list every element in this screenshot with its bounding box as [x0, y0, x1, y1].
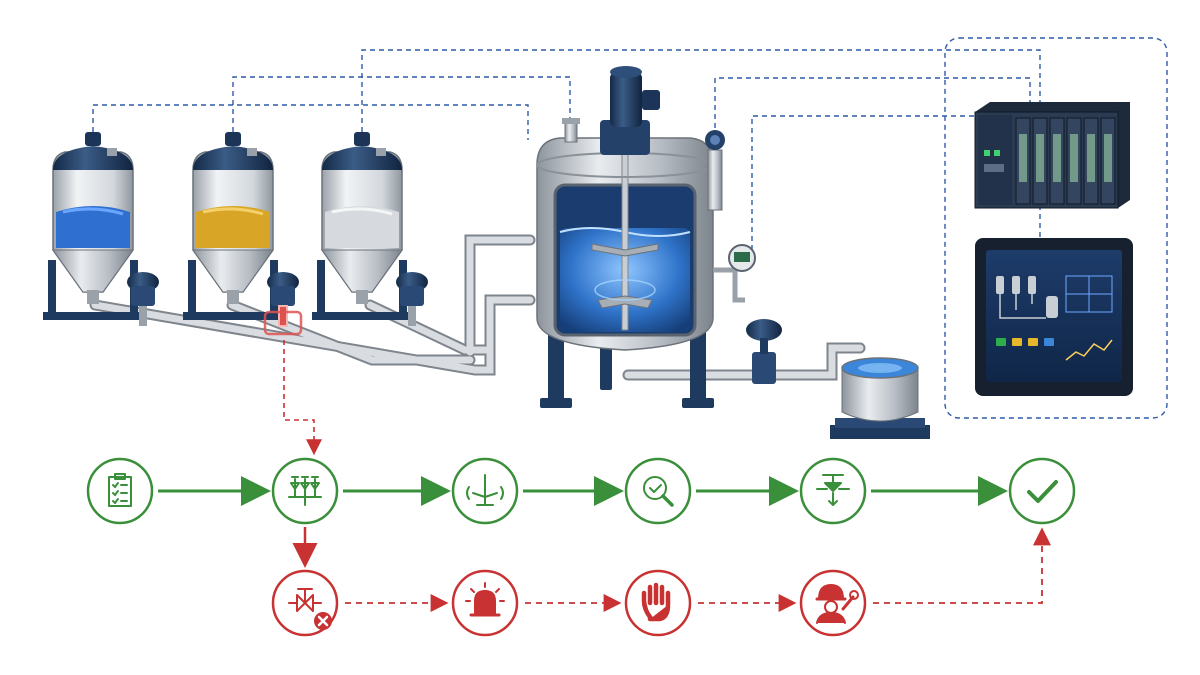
valve-error-icon: [288, 588, 332, 630]
plc-io-module: [1015, 117, 1031, 205]
hopper-2: [183, 132, 303, 336]
plc-rack: [974, 102, 1130, 209]
workflow-node-inspection: [624, 457, 692, 525]
level-sensor: [705, 130, 725, 211]
hmi-status-lamp: [1044, 338, 1054, 346]
hmi-status-lamps: [996, 338, 1054, 346]
signal-line-gauge: [751, 115, 980, 250]
valve-fault-highlight: [263, 310, 303, 336]
hopper-3-material: [325, 206, 399, 248]
hopper-2-material: [196, 206, 270, 248]
plc-io-module: [1083, 117, 1099, 205]
hmi-grid-plot: [1065, 275, 1113, 313]
hopper-1-material: [56, 206, 130, 248]
mixing-reactor: [536, 66, 756, 408]
fault-workflow: [271, 569, 867, 637]
workflow-node-valve-fault: [271, 569, 339, 637]
clipboard-checklist-icon: [108, 473, 132, 507]
checkmark-icon: [1027, 480, 1058, 503]
hmi-status-lamp: [996, 338, 1006, 346]
workflow-node-complete: [1008, 457, 1076, 525]
stop-hand-icon: [641, 582, 671, 622]
pressure-gauge: [713, 244, 756, 303]
plc-io-module: [1032, 117, 1048, 205]
dosing-valves-icon: [288, 476, 322, 506]
hmi-touch-panel: [975, 238, 1133, 396]
workflow-node-discharge: [799, 457, 867, 525]
fault-return-arrow: [873, 527, 1051, 604]
workflow-connectors: [283, 340, 322, 456]
valve-hopper-3: [396, 272, 428, 326]
valve-hopper-1: [127, 272, 159, 326]
plc-io-module: [1066, 117, 1082, 205]
signal-line-hopper-3: [361, 49, 1041, 132]
valve-hopper-2: [263, 272, 303, 336]
feed-hoppers: [43, 132, 428, 336]
plc-io-module: [1049, 117, 1065, 205]
hmi-mini-process: [996, 276, 1058, 319]
fault-flow-arrows: [292, 527, 1051, 612]
hopper-1: [43, 132, 159, 326]
normal-workflow: [86, 457, 1076, 525]
signal-line-hopper-2: [232, 76, 571, 132]
workflow-node-stop: [624, 569, 692, 637]
discharge-valve: [746, 319, 782, 384]
hopper-3: [312, 132, 428, 326]
agitator-blade-upper: [591, 243, 659, 257]
discharge-valve-icon: [816, 474, 850, 506]
plc-io-module: [1100, 117, 1116, 205]
maintenance-worker-icon: [815, 584, 859, 624]
workflow-node-maintenance: [799, 569, 867, 637]
magnifier-check-icon: [643, 476, 674, 507]
workflow-node-checklist: [86, 457, 154, 525]
signal-line-hopper-1: [92, 104, 529, 140]
workflow-node-alarm: [451, 569, 519, 637]
fault-feedback-line: [283, 340, 322, 456]
signal-lines: [92, 37, 1168, 419]
agitator-motor: [600, 66, 660, 155]
hmi-trend-chart: [1065, 339, 1113, 361]
receiver-vessel: [830, 357, 930, 439]
hmi-status-lamp: [1012, 338, 1022, 346]
workflow-node-mixing: [451, 457, 519, 525]
alarm-beacon-icon: [465, 582, 505, 617]
control-cabinet-boundary: [944, 37, 1168, 419]
agitator-mixing-icon: [466, 474, 504, 506]
workflow-node-dosing: [271, 457, 339, 525]
hmi-status-lamp: [1028, 338, 1038, 346]
feed-piping: [89, 234, 866, 381]
signal-line-sensor: [714, 77, 1031, 128]
